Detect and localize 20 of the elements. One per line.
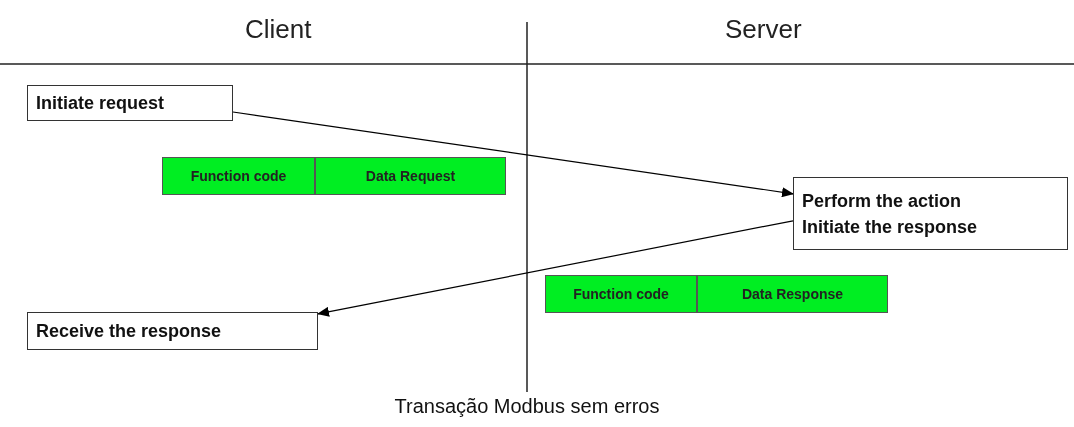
caption: Transação Modbus sem erros <box>393 395 661 418</box>
arrow <box>232 111 794 198</box>
step-text: Perform the action <box>802 189 963 213</box>
column-heading: Client <box>245 14 312 45</box>
message-field <box>315 157 506 195</box>
step-text: Data Response <box>741 286 844 302</box>
step-text: Function code <box>190 168 287 184</box>
message-field <box>545 275 697 313</box>
step-box <box>27 312 318 350</box>
step-text: Function code <box>573 286 669 302</box>
step-box <box>27 85 233 121</box>
step-text: Data Request <box>365 168 456 184</box>
arrow <box>317 220 794 317</box>
step-text: Initiate request <box>36 92 166 115</box>
step-text: Receive the response <box>36 320 223 343</box>
message-field <box>697 275 888 313</box>
column-heading: Server <box>725 14 802 45</box>
message-field <box>162 157 315 195</box>
step-text: Initiate the response <box>802 215 979 239</box>
step-box <box>793 177 1068 250</box>
